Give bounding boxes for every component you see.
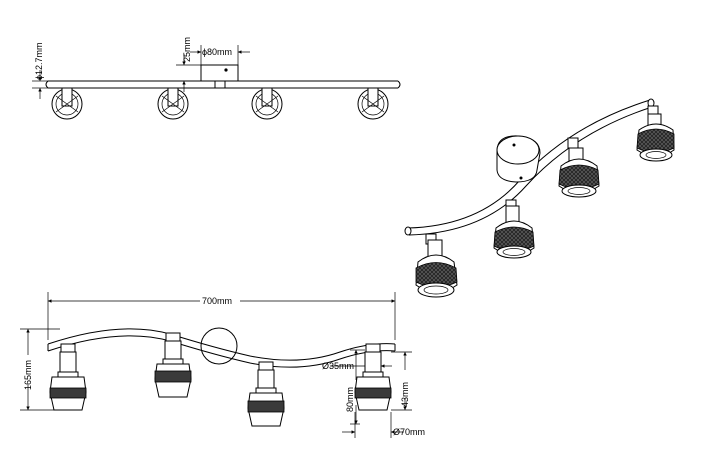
front-view-spot-2 — [154, 332, 192, 398]
dim-diameter-35: Ø35mm — [322, 360, 392, 372]
top-view-spot-1 — [51, 87, 83, 120]
dim-height-25: 25mm — [176, 37, 201, 92]
dim-diameter-80: ϕ80mm — [190, 45, 250, 65]
front-view-spot-3 — [247, 361, 285, 427]
front-view-spot-4 — [354, 343, 392, 411]
dim-label-12-7: ϕ12.7mm — [34, 42, 44, 80]
top-view-bar-ends — [45, 80, 401, 89]
dim-label-70: Ø70mm — [393, 427, 425, 437]
perspective-canopy — [496, 135, 541, 183]
dim-height-165: 165mm — [20, 328, 60, 411]
dim-label-80-height: 80mm — [345, 387, 355, 412]
top-view-spot-2 — [157, 87, 189, 120]
dim-label-80: ϕ80mm — [202, 47, 232, 57]
front-view-bar-lower — [47, 335, 396, 368]
dim-label-700: 700mm — [202, 296, 232, 306]
top-view-spot-4 — [357, 87, 389, 120]
dim-diameter-12-7: ϕ12.7mm — [32, 42, 48, 99]
front-view-canopy — [200, 327, 238, 365]
dim-label-43: 43mm — [400, 382, 410, 407]
dim-height-80: 80mm — [345, 349, 365, 425]
top-view: ϕ12.7mm 25mm ϕ80mm — [32, 37, 401, 120]
dim-diameter-70: Ø70mm — [342, 412, 425, 438]
top-view-canopy-neck — [214, 80, 226, 89]
perspective-bar-lower — [408, 106, 653, 236]
perspective-spot-4 — [636, 105, 675, 162]
dim-label-25: 25mm — [182, 37, 192, 62]
perspective-view — [404, 98, 675, 298]
perspective-spot-3 — [558, 137, 600, 198]
perspective-spot-2 — [493, 199, 535, 259]
front-view: 700mm 165mm Ø35mm 80mm — [20, 292, 425, 438]
dim-width-700: 700mm — [47, 292, 396, 340]
dim-label-165: 165mm — [23, 360, 33, 390]
top-view-canopy-screw — [224, 68, 228, 72]
front-view-spot-1 — [49, 343, 87, 411]
front-view-bar-upper — [47, 328, 396, 361]
top-view-canopy — [200, 64, 239, 82]
top-view-spot-3 — [251, 87, 283, 120]
dim-height-43: 43mm — [391, 351, 412, 411]
dim-label-35: Ø35mm — [322, 361, 354, 371]
perspective-spot-1 — [415, 233, 458, 298]
